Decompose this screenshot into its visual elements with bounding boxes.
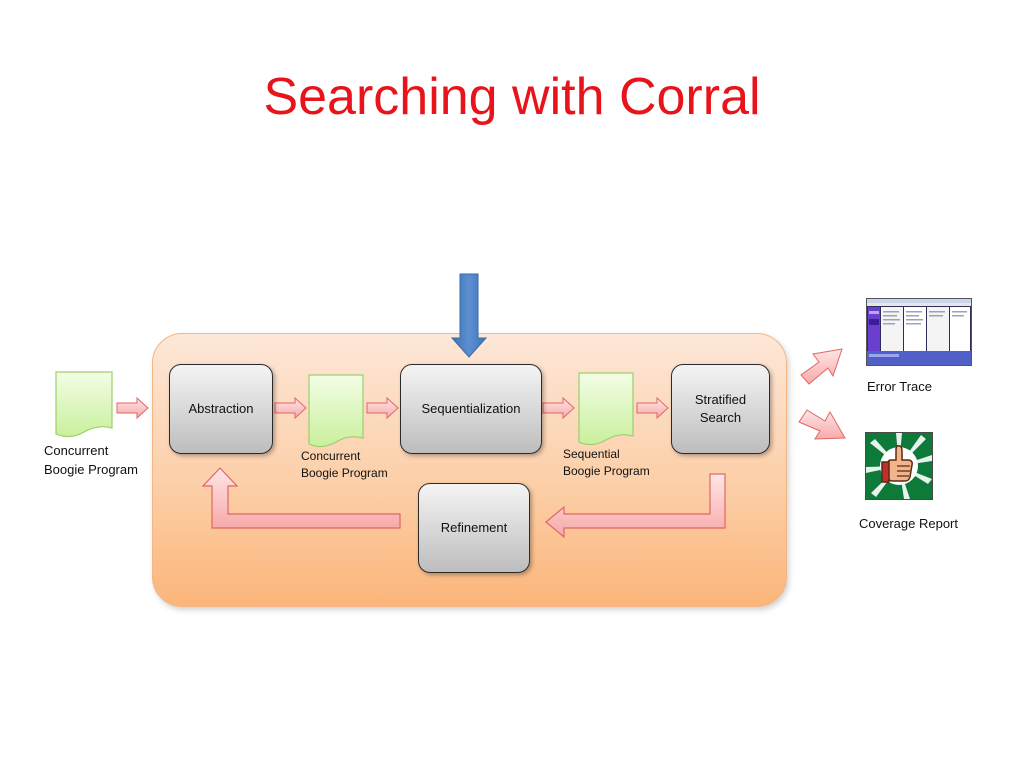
abstraction-label: Abstraction xyxy=(188,401,254,416)
coverage-report-label: Coverage Report xyxy=(859,516,958,531)
arrow-sequentialization-to-program-icon xyxy=(542,396,575,420)
slide-title: Searching with Corral xyxy=(263,68,761,126)
arrow-to-error-trace-icon xyxy=(800,348,843,385)
error-trace-label: Error Trace xyxy=(867,379,933,394)
abstraction-box: Abstraction xyxy=(169,364,273,454)
stratified-search-label: Stratified Search xyxy=(694,392,747,425)
arrow-program-to-sequentialization-icon xyxy=(366,396,399,420)
injection-arrow-icon xyxy=(450,273,488,358)
refinement-box: Refinement xyxy=(418,483,530,573)
refinement-label: Refinement xyxy=(440,520,508,535)
concurrent-program-document-icon xyxy=(308,374,364,448)
arrow-program-to-search-icon xyxy=(636,396,669,420)
stratified-search-box: Stratified Search xyxy=(671,364,770,454)
arrow-abstraction-to-program-icon xyxy=(274,396,307,420)
concurrent-program-label: Concurrent Boogie Program xyxy=(301,449,388,480)
thumbs-up-icon xyxy=(865,432,933,500)
arrow-to-coverage-report-icon xyxy=(798,409,846,440)
sequential-program-document-icon xyxy=(578,372,634,446)
sequentialization-box: Sequentialization xyxy=(400,364,542,454)
arrow-search-to-refinement-icon xyxy=(545,473,726,539)
input-program-label: Concurrent Boogie Program xyxy=(44,443,138,477)
error-trace-screenshot-icon xyxy=(866,298,972,366)
sequentialization-label: Sequentialization xyxy=(421,401,521,416)
arrow-refinement-to-abstraction-icon xyxy=(201,467,401,529)
sequential-program-label: Sequential Boogie Program xyxy=(563,447,650,478)
input-document-icon xyxy=(55,371,113,438)
arrow-input-to-abstraction-icon xyxy=(116,396,149,420)
